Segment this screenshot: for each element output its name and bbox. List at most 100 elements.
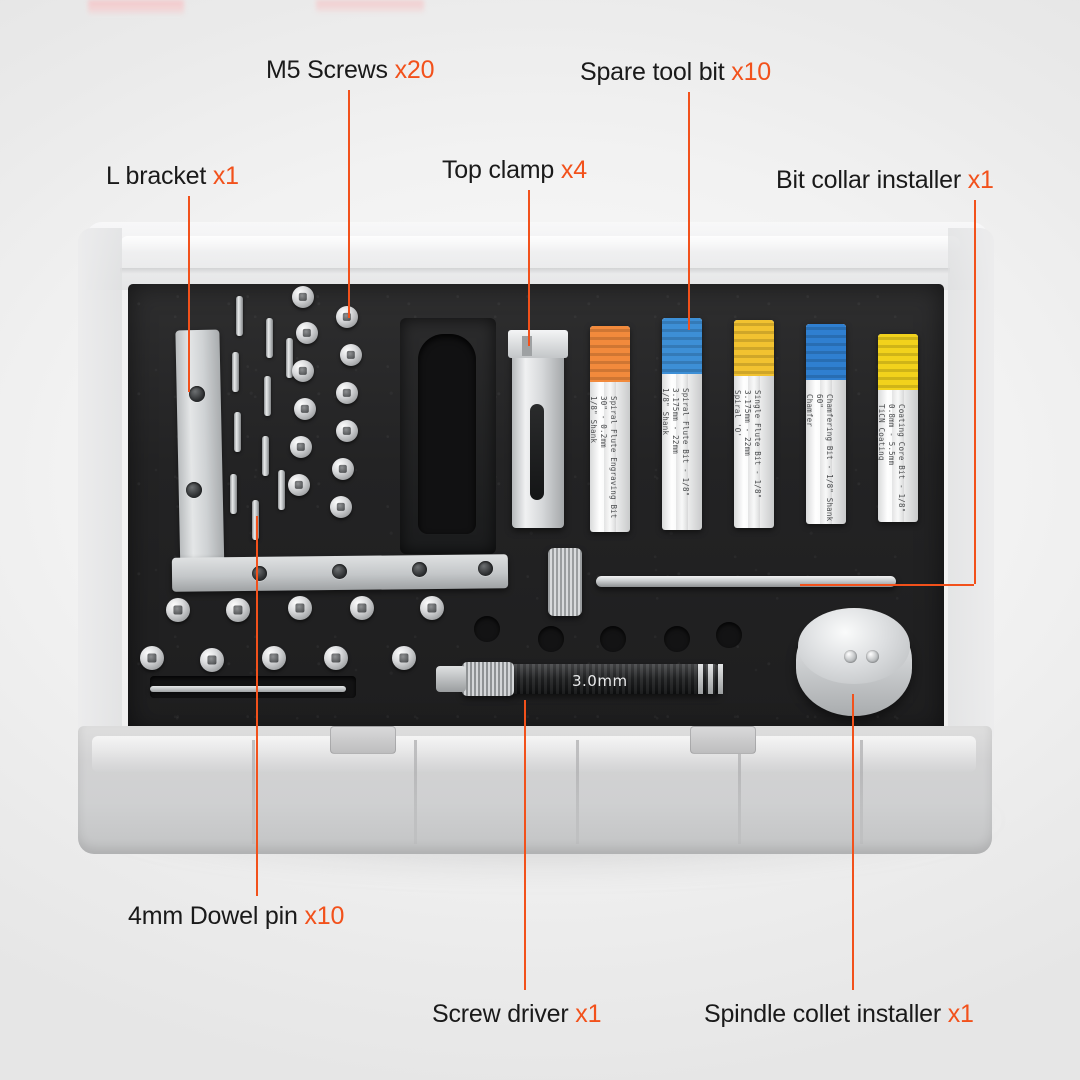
dowel-pin (234, 412, 241, 452)
screwdriver-ring (698, 664, 703, 694)
callout-leader-line-l-bracket (188, 196, 190, 392)
callout-leader-elbow-bit-collar-installer (800, 584, 974, 586)
tool-bit-cap-rib (734, 371, 774, 374)
m5-screw (140, 646, 164, 670)
m5-screw (336, 420, 358, 442)
tool-bit-tube-label: Spiral Flute Bit - 1/8" (681, 388, 690, 497)
tool-bit-cap-rib (806, 367, 846, 370)
spindle-collet-installer-face (798, 608, 910, 684)
callout-part-name: Spindle collet installer (704, 1000, 948, 1028)
tool-bit-cap-rib (806, 335, 846, 338)
tool-bit-cap-rib (734, 363, 774, 366)
callout-quantity: x1 (967, 166, 994, 194)
callout-label-l-bracket: L bracket x1 (106, 162, 239, 191)
callout-part-name: Spare tool bit (580, 58, 732, 86)
foam-cavity (474, 616, 500, 642)
tool-bit-tube-cap (590, 326, 630, 382)
m5-screw (294, 398, 316, 420)
callout-label-screw-driver: Screw driver x1 (432, 1000, 601, 1029)
screwdriver-size-marking: 3.0mm (572, 672, 628, 690)
dowel-pin (262, 436, 269, 476)
m5-screw (292, 360, 314, 382)
background-blur-spot-right (316, 0, 424, 14)
callout-quantity: x10 (731, 58, 771, 86)
callout-part-name: Top clamp (442, 156, 561, 184)
callout-part-name: Bit collar installer (776, 166, 968, 194)
tool-bit-tube-label: Spiral 'O' (734, 390, 742, 438)
foam-cavity (664, 626, 690, 652)
tool-bit-cap-rib (806, 375, 846, 378)
l-bracket-hole (252, 566, 267, 581)
foam-cavity (716, 622, 742, 648)
callout-leader-line-top-clamp (528, 190, 530, 346)
m5-screw (166, 598, 190, 622)
screwdriver-ring (718, 664, 723, 694)
l-bracket-hole (186, 482, 202, 498)
l-bracket-vertical-arm (175, 329, 225, 583)
top-clamp-head (508, 330, 568, 358)
callout-quantity: x1 (212, 162, 239, 190)
tool-bit-tube-label: 1/8" Shank (662, 388, 670, 436)
case-lid-rear (86, 222, 988, 290)
tool-bit-cap-rib (590, 329, 630, 332)
tool-bit-tube-cap (734, 320, 774, 376)
case-rib (738, 740, 741, 844)
case-lid-highlight (120, 236, 960, 252)
case-latch-left (330, 726, 396, 754)
callout-leader-line-spindle-collet-installer (852, 694, 854, 990)
callout-leader-line-dowel-pin (256, 516, 258, 896)
tool-bit-tube-label: Chamfering Bit - 1/8" Shank (825, 394, 834, 522)
m5-screw (288, 474, 310, 496)
screwdriver-chuck (436, 666, 466, 692)
tool-bit-cap-rib (878, 377, 918, 380)
m5-screw (262, 646, 286, 670)
tool-bit-cap-rib (806, 351, 846, 354)
m5-screw (392, 646, 416, 670)
m5-screw (420, 596, 444, 620)
tool-bit-tube-label: 3.175mm - 22mm (671, 388, 680, 455)
tool-bit-shaft (748, 376, 760, 528)
m5-screw (296, 322, 318, 344)
callout-part-name: Screw driver (432, 1000, 576, 1028)
m5-screw (226, 598, 250, 622)
screwdriver-handle (508, 664, 720, 694)
callout-quantity: x1 (575, 1000, 602, 1028)
tool-bit-cap-rib (878, 385, 918, 388)
m5-screw (330, 496, 352, 518)
dowel-pin (286, 338, 293, 378)
l-bracket-hole (478, 561, 493, 576)
case-rib (576, 740, 579, 844)
tool-bit-shaft (820, 380, 832, 524)
callout-leader-line-m5-screws (348, 90, 350, 318)
tool-bit-tube-cap (878, 334, 918, 390)
case-front-highlight (92, 736, 976, 772)
tool-bit-cap-rib (878, 345, 918, 348)
case-rib (252, 740, 255, 844)
tool-bit-shaft (892, 390, 904, 522)
tool-bit-cap-rib (590, 361, 630, 364)
m5-screw (288, 596, 312, 620)
case-latch-right (690, 726, 756, 754)
dowel-pin (236, 296, 243, 336)
callout-part-name: M5 Screws (266, 56, 395, 84)
callout-quantity: x1 (947, 1000, 974, 1028)
tool-bit-cap-rib (662, 321, 702, 324)
case-wall-right (948, 228, 994, 744)
callout-label-top-clamp: Top clamp x4 (442, 156, 587, 185)
dowel-pin (232, 352, 239, 392)
m5-screw (336, 306, 358, 328)
case-rib (860, 740, 863, 844)
screwdriver-knurled-grip (462, 662, 514, 696)
tool-bit-tube-cap (806, 324, 846, 380)
tool-bit-cap-rib (662, 329, 702, 332)
m5-screw (332, 458, 354, 480)
dowel-pin (278, 470, 285, 510)
top-clamp-slot (530, 404, 544, 500)
tool-bit-cap-rib (590, 337, 630, 340)
m5-screw (324, 646, 348, 670)
tool-bit-tube-cap (662, 318, 702, 374)
m5-screw (340, 344, 362, 366)
l-bracket-hole (189, 386, 205, 402)
